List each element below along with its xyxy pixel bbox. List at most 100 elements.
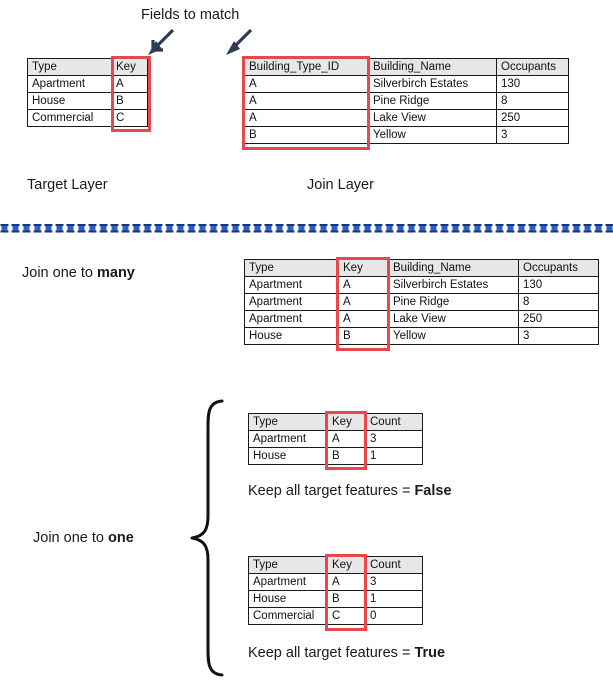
- keep-all-false-prefix: Keep all target features =: [248, 483, 415, 499]
- table-header-row: Type Key Count: [248, 413, 423, 431]
- target-layer-label: Target Layer: [27, 177, 108, 193]
- join-one-to-many-strong: many: [96, 265, 135, 281]
- cell-building-type-id: A: [244, 92, 369, 110]
- curly-brace-icon: [186, 398, 226, 678]
- cell-key: A: [338, 310, 389, 328]
- cell-occupants: 8: [518, 293, 599, 311]
- cell-type: Commercial: [27, 109, 112, 127]
- join-one-to-many-label: Join one to many: [22, 266, 135, 281]
- cell-building-name: Silverbirch Estates: [388, 276, 519, 294]
- column-header-building-name: Building_Name: [368, 58, 497, 76]
- column-header-type: Type: [27, 58, 112, 76]
- table-row: B Yellow 3: [244, 126, 569, 144]
- join-layer-label: Join Layer: [307, 177, 374, 193]
- cell-building-name: Yellow: [388, 327, 519, 345]
- fields-to-match-label: Fields to match: [141, 7, 240, 23]
- cell-occupants: 130: [496, 75, 569, 93]
- table-row: House B: [27, 92, 148, 110]
- target-layer-table: Type Key Apartment A House B Commercial …: [27, 58, 148, 127]
- table-row: Commercial C: [27, 109, 148, 127]
- join-one-to-one-strong: one: [107, 530, 134, 546]
- target-layer-table-wrapper: Type Key Apartment A House B Commercial …: [27, 56, 151, 132]
- table-row: A Lake View 250: [244, 109, 569, 127]
- column-header-occupants: Occupants: [496, 58, 569, 76]
- cell-key: B: [111, 92, 148, 110]
- cell-occupants: 8: [496, 92, 569, 110]
- table-row: A Silverbirch Estates 130: [244, 75, 569, 93]
- table-header-row: Type Key Building_Name Occupants: [244, 259, 599, 277]
- cell-occupants: 3: [518, 327, 599, 345]
- column-header-occupants: Occupants: [518, 259, 599, 277]
- one-to-many-table: Type Key Building_Name Occupants Apartme…: [244, 259, 599, 345]
- column-header-type: Type: [248, 556, 328, 574]
- join-one-to-many-prefix: Join one to: [22, 265, 97, 281]
- table-header-row: Type Key Count: [248, 556, 423, 574]
- cell-key: A: [111, 75, 148, 93]
- column-header-count: Count: [365, 413, 423, 431]
- cell-building-name: Pine Ridge: [368, 92, 497, 110]
- keep-all-true-value: True: [414, 645, 446, 661]
- table-row: Apartment A: [27, 75, 148, 93]
- table-row: House B 1: [248, 447, 423, 465]
- cell-key: C: [327, 607, 366, 625]
- cell-building-name: Lake View: [388, 310, 519, 328]
- join-layer-table: Building_Type_ID Building_Name Occupants…: [244, 58, 569, 144]
- cell-building-type-id: B: [244, 126, 369, 144]
- column-header-type: Type: [244, 259, 339, 277]
- arrow-down-right-icon-right: [222, 28, 254, 58]
- one-to-one-false-table: Type Key Count Apartment A 3 House B 1: [248, 413, 423, 465]
- cell-type: Commercial: [248, 607, 328, 625]
- cell-key: B: [327, 590, 366, 608]
- cell-type: House: [248, 590, 328, 608]
- table-row: Apartment A 3: [248, 573, 423, 591]
- dashed-divider-icon: [0, 220, 613, 233]
- column-header-key: Key: [338, 259, 389, 277]
- cell-count: 3: [365, 573, 423, 591]
- table-row: House B Yellow 3: [244, 327, 599, 345]
- cell-type: Apartment: [248, 430, 328, 448]
- column-header-key: Key: [327, 413, 366, 431]
- cell-type: House: [248, 447, 328, 465]
- one-to-one-true-table-wrapper: Type Key Count Apartment A 3 House B 1 C…: [248, 554, 423, 631]
- table-row: A Pine Ridge 8: [244, 92, 569, 110]
- cell-occupants: 250: [518, 310, 599, 328]
- cell-count: 1: [365, 447, 423, 465]
- column-header-key: Key: [327, 556, 366, 574]
- arrow-down-right-icon-left: [144, 28, 176, 58]
- table-header-row: Building_Type_ID Building_Name Occupants: [244, 58, 569, 76]
- cell-building-type-id: A: [244, 75, 369, 93]
- cell-count: 0: [365, 607, 423, 625]
- join-one-to-one-label: Join one to one: [33, 531, 134, 546]
- cell-key: B: [338, 327, 389, 345]
- cell-type: Apartment: [27, 75, 112, 93]
- join-layer-table-wrapper: Building_Type_ID Building_Name Occupants…: [242, 56, 569, 150]
- keep-all-true-prefix: Keep all target features =: [248, 645, 415, 661]
- cell-type: Apartment: [244, 293, 339, 311]
- cell-building-name: Pine Ridge: [388, 293, 519, 311]
- cell-occupants: 130: [518, 276, 599, 294]
- cell-key: A: [327, 573, 366, 591]
- cell-type: Apartment: [244, 310, 339, 328]
- keep-all-false-value: False: [414, 483, 452, 499]
- join-one-to-one-prefix: Join one to: [33, 530, 108, 546]
- table-row: Commercial C 0: [248, 607, 423, 625]
- column-header-key: Key: [111, 58, 148, 76]
- cell-type: House: [244, 327, 339, 345]
- cell-occupants: 3: [496, 126, 569, 144]
- cell-key: A: [338, 276, 389, 294]
- cell-building-name: Silverbirch Estates: [368, 75, 497, 93]
- table-row: House B 1: [248, 590, 423, 608]
- keep-all-false-label: Keep all target features = False: [248, 484, 452, 499]
- column-header-building-type-id: Building_Type_ID: [244, 58, 369, 76]
- cell-type: House: [27, 92, 112, 110]
- table-row: Apartment A Lake View 250: [244, 310, 599, 328]
- table-row: Apartment A Pine Ridge 8: [244, 293, 599, 311]
- column-header-count: Count: [365, 556, 423, 574]
- cell-type: Apartment: [248, 573, 328, 591]
- keep-all-true-label: Keep all target features = True: [248, 646, 445, 661]
- one-to-many-table-wrapper: Type Key Building_Name Occupants Apartme…: [244, 257, 599, 351]
- table-header-row: Type Key: [27, 58, 148, 76]
- table-row: Apartment A Silverbirch Estates 130: [244, 276, 599, 294]
- cell-occupants: 250: [496, 109, 569, 127]
